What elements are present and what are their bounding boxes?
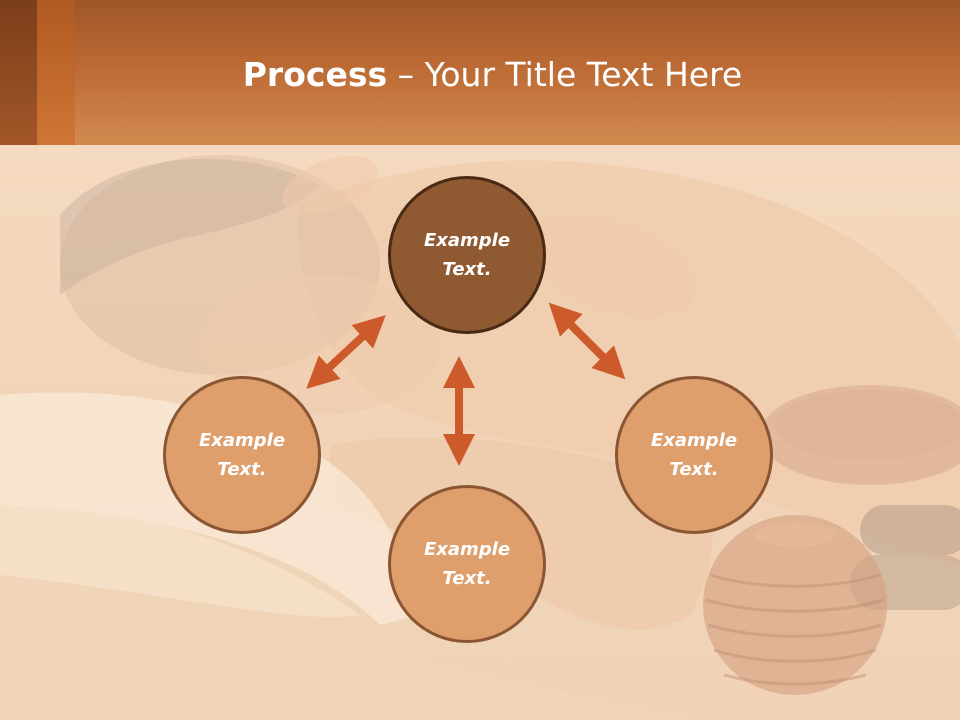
node-left[interactable]: Example Text. (163, 376, 321, 534)
slide-title[interactable]: Process – Your Title Text Here (0, 52, 960, 98)
title-bold: Process (242, 55, 388, 94)
node-top[interactable]: Example Text. (388, 176, 546, 334)
node-right-line1: Example (650, 430, 738, 451)
node-right[interactable]: Example Text. (615, 376, 773, 534)
node-top-line2: Text. (442, 259, 492, 280)
massage-photo-illustration (0, 155, 960, 720)
node-top-line1: Example (423, 230, 511, 251)
node-left-line2: Text. (217, 459, 267, 480)
node-bottom-line1: Example (423, 539, 511, 560)
header-stripe-mid (37, 0, 75, 145)
node-bottom-line2: Text. (442, 568, 492, 589)
arrow-top-left (306, 315, 386, 389)
arrow-top-right (548, 302, 626, 380)
background-photo (0, 145, 960, 720)
header-stripe-dark (0, 0, 37, 145)
header-band: Process – Your Title Text Here (0, 0, 960, 145)
node-right-line2: Text. (669, 459, 719, 480)
title-rest: – Your Title Text Here (387, 55, 743, 94)
node-left-line1: Example (198, 430, 286, 451)
node-bottom[interactable]: Example Text. (388, 485, 546, 643)
